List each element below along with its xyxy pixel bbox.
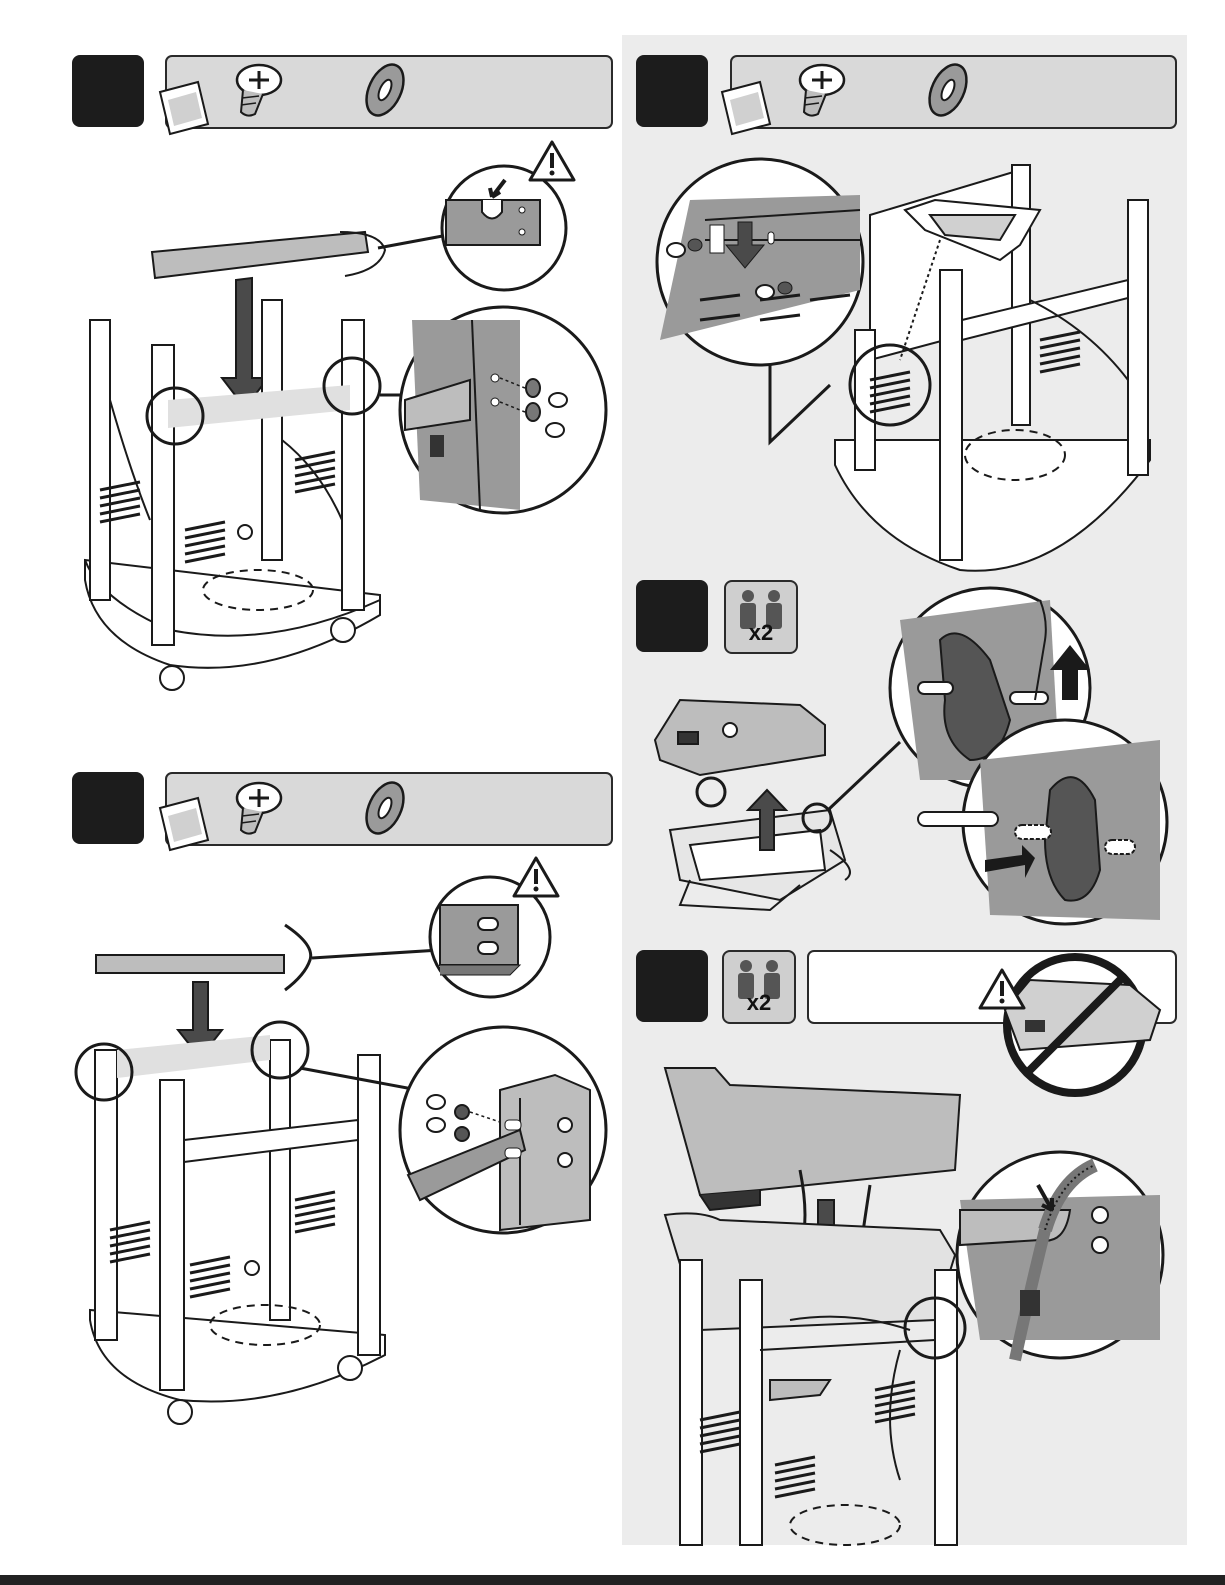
washer-icon (359, 777, 411, 839)
step-3-detail (657, 159, 863, 365)
step-5-illustration (665, 1068, 965, 1545)
step-2-illustration (76, 925, 440, 1424)
washer-icon (359, 59, 411, 121)
step-2-detail-screws (400, 1027, 606, 1233)
warning-icon (530, 142, 574, 180)
step-1-detail-slot (442, 166, 566, 290)
screw-icon (237, 783, 281, 834)
hardware-bag-icon (722, 82, 770, 134)
prohibited-lid-icon (1005, 957, 1160, 1093)
step-4-illustration (655, 700, 900, 910)
step-1-detail-screws (400, 307, 606, 513)
hardware-bag-icon (160, 798, 208, 850)
step-5-detail (957, 1152, 1163, 1360)
hardware-bag-icon (160, 82, 208, 134)
footer-rule (0, 1575, 1225, 1585)
step-1-illustration (85, 232, 448, 690)
warning-icon (514, 858, 558, 896)
screw-icon (800, 65, 844, 116)
screw-icon (237, 65, 281, 116)
washer-icon (922, 59, 974, 121)
